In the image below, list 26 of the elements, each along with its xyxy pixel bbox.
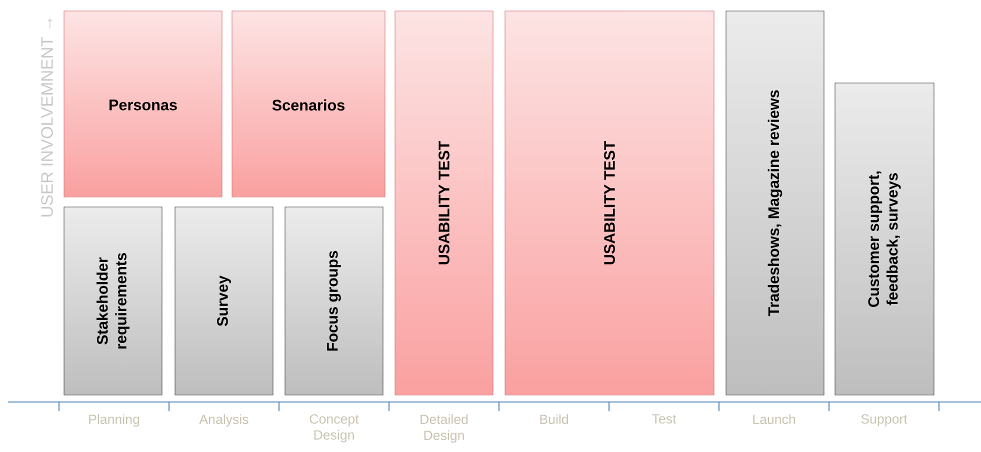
box-label: USABILITY TEST	[604, 140, 615, 264]
activity-box	[64, 10, 222, 198]
activity-box	[726, 10, 824, 396]
activity-box	[284, 206, 384, 396]
activity-box	[504, 10, 714, 396]
activity-box	[834, 82, 934, 396]
activity-box	[64, 206, 162, 396]
phase-label: Analysis	[199, 414, 248, 427]
box-label: USABILITY TEST	[438, 140, 450, 264]
activity-box	[232, 10, 386, 198]
box-label: Survey	[217, 276, 231, 326]
activity-box	[174, 206, 274, 396]
box-label: Tradeshows, Magazine reviews	[768, 90, 782, 316]
phase-label: Support	[861, 414, 908, 426]
box-label: Focus groups	[327, 250, 341, 351]
phase-label: Detailed Design	[420, 414, 468, 443]
phase-label: Launch	[753, 414, 795, 424]
box-label: Scenarios	[272, 99, 345, 111]
box-label: Personas	[110, 100, 177, 110]
phase-label: Concept Design	[310, 414, 359, 442]
phase-label: Test	[652, 414, 676, 424]
box-label: Stakeholder requirements	[96, 253, 130, 349]
phase-label: Planning	[89, 414, 140, 427]
activity-box	[394, 10, 494, 396]
box-label: Customer support, feedback, surveys	[868, 171, 901, 307]
phase-label: Build	[540, 414, 568, 424]
